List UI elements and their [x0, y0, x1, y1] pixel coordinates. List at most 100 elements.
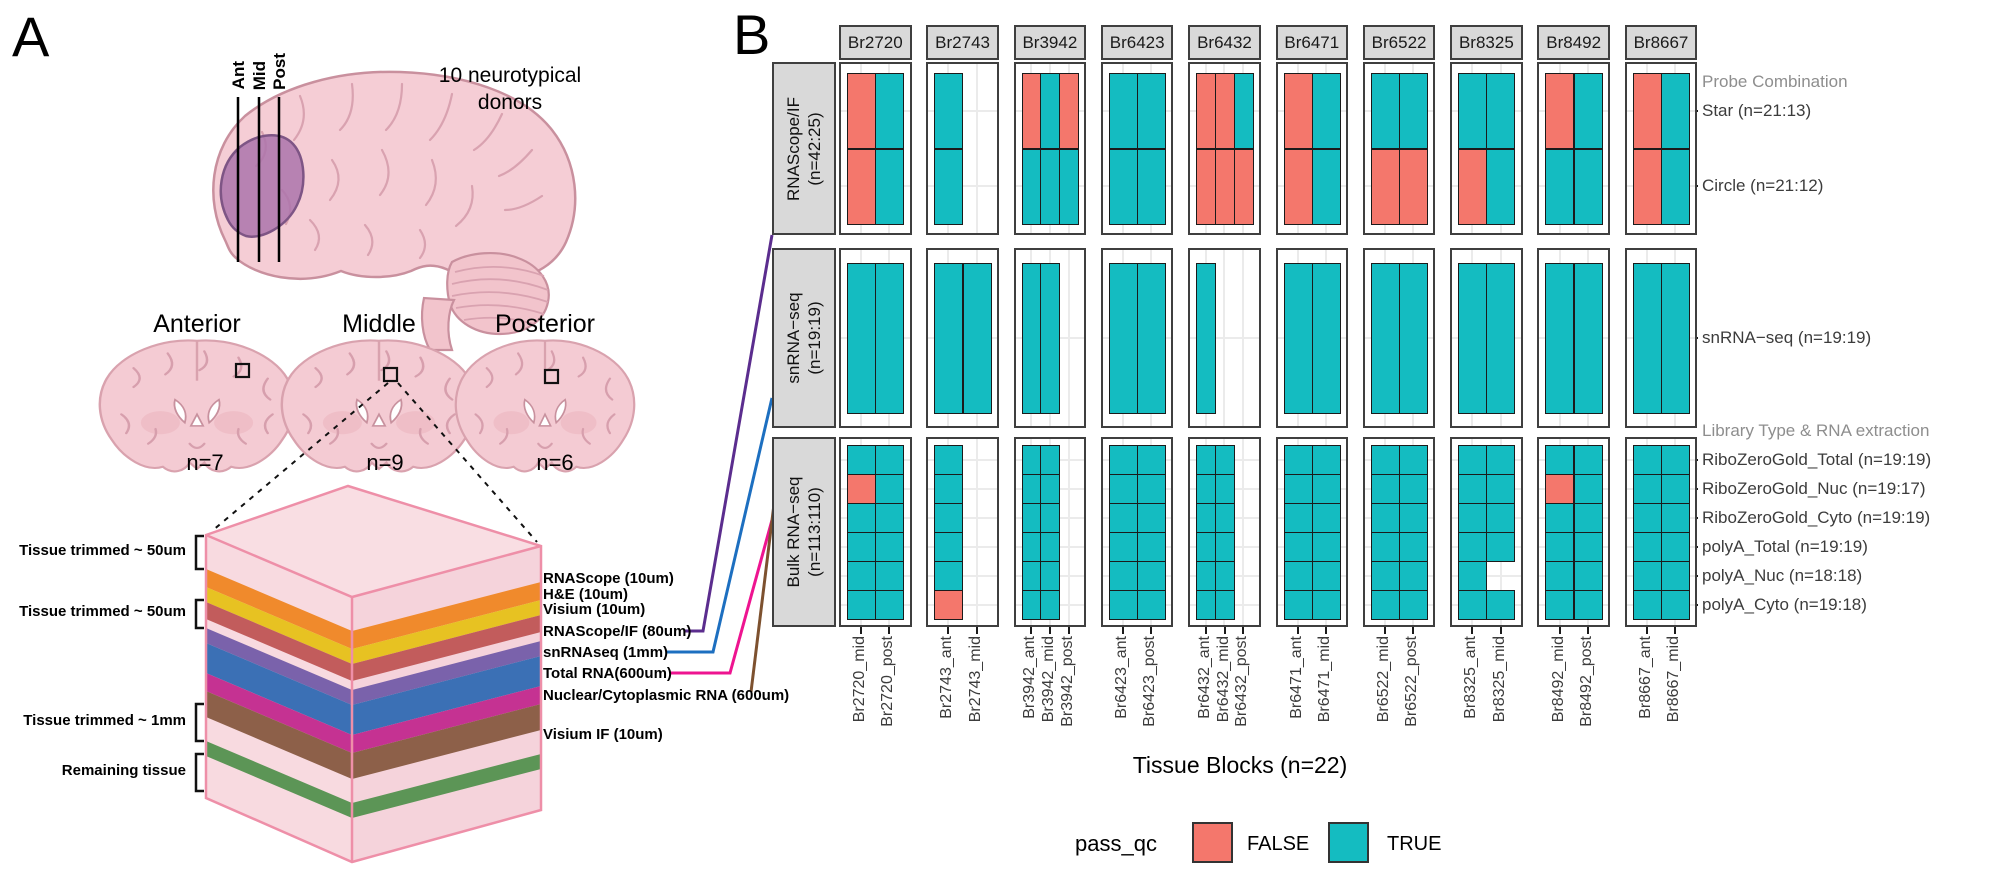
qc-cell-Br6432_ant	[1196, 561, 1216, 591]
right-axis-header-1: Probe Combination	[1702, 72, 1848, 91]
qc-cell-Br6432_mid	[1215, 474, 1235, 504]
qc-cell-Br8667_ant	[1632, 474, 1662, 504]
row-label-polyA_Nuc: polyA_Nuc (n=18:18)	[1702, 565, 1863, 585]
qc-cell-Br6471_mid	[1311, 532, 1341, 562]
panel-BulkRNAseq-Br8325	[1450, 437, 1523, 627]
donor-strip-label: Br2743	[935, 32, 990, 52]
qc-cell-Br6423_post	[1137, 148, 1167, 225]
panel-BulkRNAseq-Br3942	[1013, 437, 1087, 627]
qc-cell-Br2720_mid	[847, 503, 877, 533]
qc-cell-Br6522_mid	[1370, 503, 1400, 533]
qc-cell-Br6471_mid	[1311, 474, 1341, 504]
section-count-anterior: n=7	[186, 450, 224, 475]
qc-cell-Br8492_post	[1573, 148, 1603, 225]
qc-cell-Br2720_post	[875, 474, 905, 504]
qc-cell-Br6522_post	[1399, 73, 1429, 150]
qc-cell-Br6423_post	[1137, 532, 1167, 562]
qc-cell-Br2720_post	[875, 503, 905, 533]
qc-cell-Br6471_ant	[1283, 532, 1313, 562]
qc-cell-Br3942_mid	[1040, 73, 1061, 150]
qc-cell-Br8667_mid	[1660, 474, 1691, 504]
donor-strip-Br6522: Br6522	[1362, 25, 1436, 60]
qc-cell-Br3942_ant	[1021, 263, 1042, 414]
qc-cell-Br3942_mid	[1040, 263, 1061, 414]
facet-strip-1: RNAScope/IF(n=42:25)	[772, 62, 836, 235]
x-tick	[1558, 627, 1561, 634]
panel-RNAScopeIF-Br6522	[1362, 62, 1436, 235]
qc-cell-Br6432_post	[1233, 73, 1254, 150]
panel-RNAScopeIF-Br2743	[926, 62, 999, 235]
qc-cell-Br6423_post	[1137, 445, 1167, 475]
facet-strip-line1: Bulk RNA−seq	[784, 476, 803, 588]
qc-cell-Br6432_ant	[1196, 445, 1216, 475]
panel-b-letter: B	[733, 3, 771, 66]
qc-cell-Br2743_ant	[934, 263, 964, 414]
panel-snRNAseq-Br6423	[1100, 248, 1174, 428]
qc-cell-Br6522_mid	[1370, 73, 1400, 150]
x-tick	[1324, 627, 1327, 634]
row-label-polyA_Total: polyA_Total (n=19:19)	[1702, 536, 1868, 556]
x-tick	[1471, 627, 1474, 634]
donor-strip-Br8492: Br8492	[1537, 25, 1610, 60]
qc-cell-Br2720_post	[875, 590, 905, 620]
grid-vline	[975, 439, 978, 625]
qc-cell-Br6423_ant	[1108, 561, 1138, 591]
donor-strip-Br6432: Br6432	[1188, 25, 1261, 60]
layer-label-1: H&E (10um)	[543, 586, 629, 603]
panel-BulkRNAseq-Br8492	[1537, 437, 1610, 627]
qc-cell-Br6522_post	[1399, 474, 1429, 504]
x-axis-title: Tissue Blocks (n=22)	[1132, 752, 1348, 778]
panel-BulkRNAseq-Br2720	[839, 437, 912, 627]
qc-cell-Br8325_ant	[1458, 532, 1488, 562]
donor-strip-label: Br6423	[1109, 32, 1165, 52]
donor-strip-label: Br3942	[1022, 32, 1078, 52]
qc-cell-Br8492_post	[1573, 474, 1603, 504]
qc-cell-Br8667_ant	[1632, 263, 1662, 414]
panel-RNAScopeIF-Br8325	[1450, 62, 1523, 235]
donor-strip-label: Br6522	[1371, 32, 1427, 52]
row-label-RiboZeroGold_Total: RiboZeroGold_Total (n=19:19)	[1702, 449, 1932, 469]
row-label-Star: Star (n=21:13)	[1702, 100, 1812, 120]
qc-cell-Br8492_mid	[1545, 73, 1575, 150]
qc-cell-Br8492_mid	[1545, 532, 1575, 562]
tissue-stage-label-3: Remaining tissue	[61, 762, 186, 779]
donor-strip-label: Br2720	[847, 32, 903, 52]
x-label-Br6471_mid: Br6471_mid	[1315, 636, 1333, 723]
x-tick	[1645, 627, 1648, 634]
qc-cell-Br8325_mid	[1486, 445, 1516, 475]
qc-cell-Br8667_mid	[1660, 561, 1691, 591]
donor-strip-Br6423: Br6423	[1100, 25, 1174, 60]
qc-cell-Br2720_mid	[847, 263, 877, 414]
qc-cell-Br6471_ant	[1283, 73, 1313, 150]
x-label-Br8492_post: Br8492_post	[1577, 636, 1595, 727]
qc-cell-Br8492_mid	[1545, 503, 1575, 533]
qc-cell-Br6471_ant	[1283, 561, 1313, 591]
qc-cell-Br3942_mid	[1040, 445, 1061, 475]
qc-cell-Br8325_mid	[1486, 590, 1516, 620]
qc-cell-Br2743_ant	[934, 148, 964, 225]
qc-cell-Br8492_post	[1573, 532, 1603, 562]
donor-strip-Br8667: Br8667	[1624, 25, 1698, 60]
qc-cell-Br8325_ant	[1458, 503, 1488, 533]
qc-cell-Br8492_post	[1573, 263, 1603, 414]
donor-strip-Br2743: Br2743	[926, 25, 999, 60]
panel-RNAScopeIF-Br3942	[1013, 62, 1087, 235]
x-label-Br3942_ant: Br3942_ant	[1021, 636, 1039, 719]
qc-cell-Br6522_post	[1399, 532, 1429, 562]
qc-cell-Br6522_mid	[1370, 474, 1400, 504]
section-count-middle: n=9	[366, 450, 404, 475]
qc-cell-Br6432_mid	[1215, 503, 1235, 533]
qc-cell-Br6471_ant	[1283, 503, 1313, 533]
qc-cell-Br6471_ant	[1283, 474, 1313, 504]
qc-cell-Br6471_mid	[1311, 263, 1341, 414]
qc-cell-Br6432_ant	[1196, 503, 1216, 533]
facet-strip-label: Bulk RNA−seq(n=113:110)	[783, 476, 825, 587]
x-tick	[1223, 627, 1226, 634]
qc-cell-Br8667_mid	[1660, 263, 1691, 414]
qc-cell-Br8325_mid	[1486, 532, 1516, 562]
layer-label-5: Total RNA(600um)	[543, 665, 672, 682]
panel-snRNAseq-Br6522	[1362, 248, 1436, 428]
qc-cell-Br6423_post	[1137, 503, 1167, 533]
qc-cell-Br8492_mid	[1545, 148, 1575, 225]
